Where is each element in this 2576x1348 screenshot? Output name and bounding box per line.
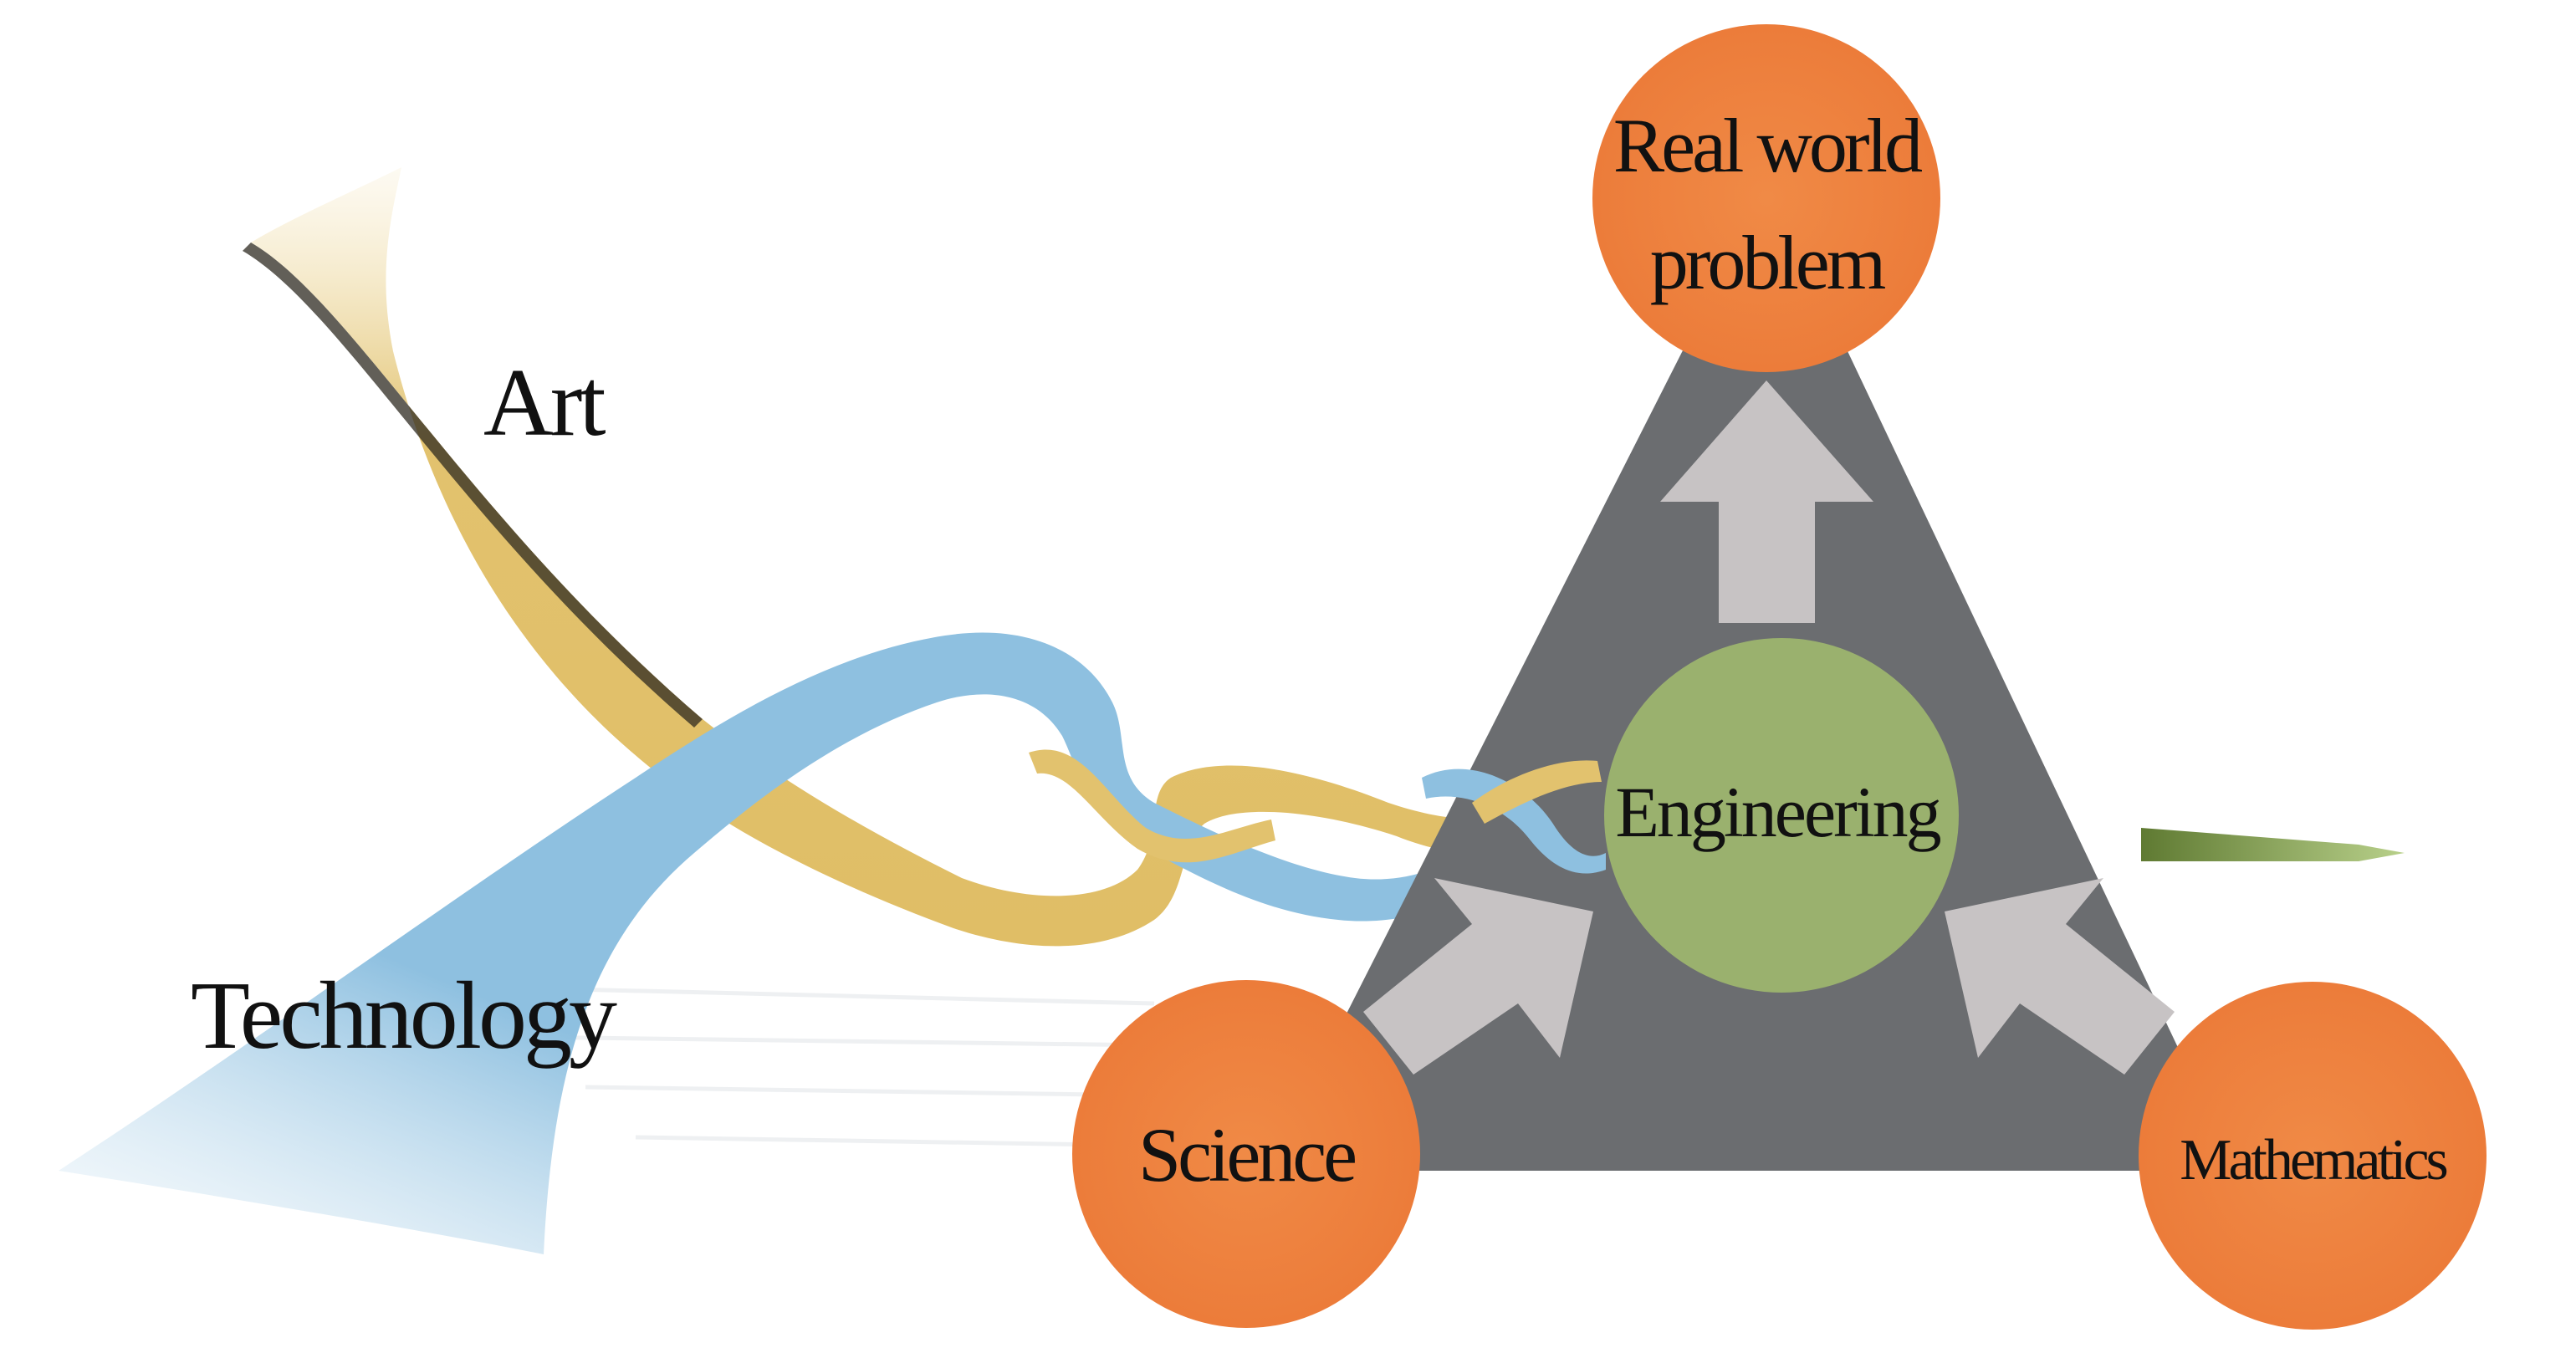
output-arrow (2141, 828, 2405, 861)
engineering-label: Engineering (1615, 772, 1940, 852)
art-strand-over (1029, 749, 1275, 863)
real-world-problem-label-line2: problem (1650, 220, 1886, 305)
art-label: Art (483, 350, 606, 457)
art-ribbon-edge (243, 243, 703, 728)
science-node (1072, 980, 1420, 1328)
real-world-problem-label-line1: Real world (1613, 103, 1922, 188)
mathematics-label: Mathematics (2180, 1128, 2446, 1192)
arrow-from-science (1363, 878, 1593, 1075)
mathematics-node (2139, 982, 2487, 1330)
arrow-from-mathematics (1945, 878, 2175, 1075)
art-ribbon (251, 167, 1531, 947)
real-world-problem-node (1592, 24, 1940, 372)
science-label: Science (1138, 1112, 1355, 1197)
arrow-to-real-world-problem (1660, 380, 1873, 623)
art-strand-end (1472, 760, 1602, 824)
technology-ribbon (59, 632, 1547, 1254)
engineering-node (1604, 638, 1959, 993)
technology-label: Technology (191, 962, 617, 1070)
technology-strand-end (1422, 768, 1606, 874)
